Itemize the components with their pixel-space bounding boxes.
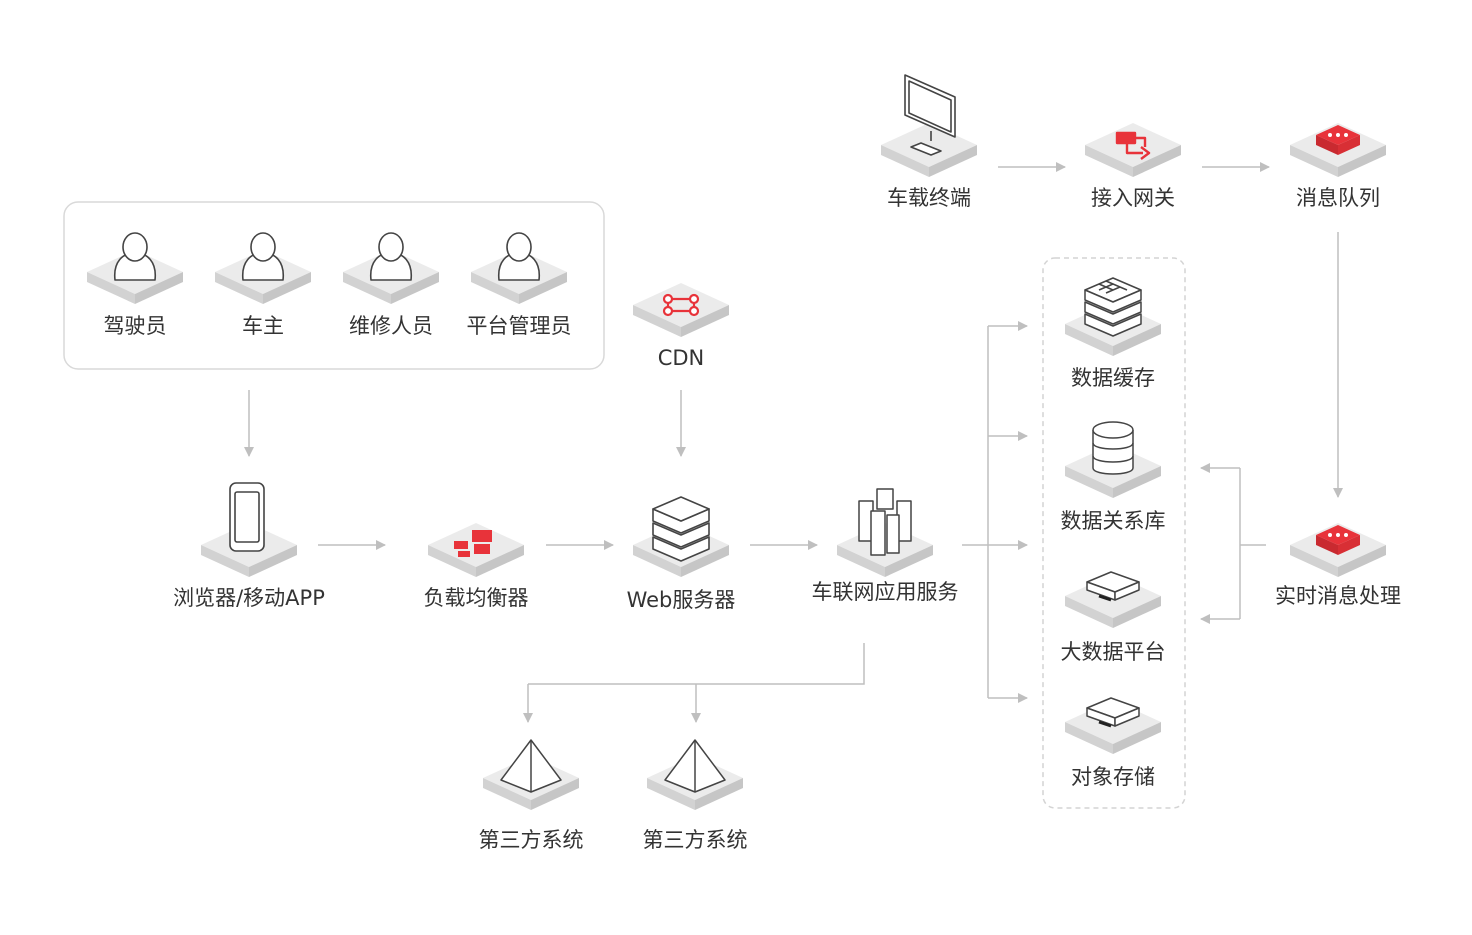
node-load-balancer [428,523,524,577]
node-iov-service [837,488,933,577]
role-label-platform-admin: 平台管理员 [466,314,572,338]
load-balancer-label: 负载均衡器 [423,586,529,610]
access-gateway-label: 接入网关 [1091,186,1175,210]
role-repair-staff [343,232,439,304]
data-cache-label: 数据缓存 [1071,366,1155,390]
user-icon [497,232,541,281]
role-driver [87,232,183,304]
buildings-icon [858,488,912,556]
node-message-queue [1290,123,1386,177]
object-storage-label: 对象存储 [1071,765,1155,789]
role-label-owner: 车主 [242,314,284,338]
web-server-label: Web服务器 [626,588,736,612]
cdn-label: CDN [657,346,705,370]
message-icon [1316,525,1360,555]
node-vehicle-terminal [881,74,977,177]
user-icon [369,232,413,281]
monitor-icon [904,74,956,156]
user-icon [241,232,285,281]
browser-app-label: 浏览器/移动APP [173,586,325,610]
iov-service-label: 车联网应用服务 [811,580,959,604]
node-object-storage [1065,697,1161,754]
load-balancer-icon [454,530,492,557]
user-icon [113,232,157,281]
connectors [244,162,1343,723]
node-realtime-processing [1290,523,1386,577]
node-browser-app [201,482,297,577]
bigdata-platform-label: 大数据平台 [1060,640,1166,664]
role-owner [215,232,311,304]
message-icon [1316,125,1360,155]
storage-group [1042,257,1186,809]
node-cdn [633,283,729,337]
third-party-1-label: 第三方系统 [478,828,584,852]
database-icon [1092,421,1134,475]
vehicle-terminal-label: 车载终端 [887,186,971,210]
user-roles-group [63,201,605,370]
mobile-phone-icon [229,482,265,552]
node-third-party-1 [483,739,579,810]
relational-db-label: 数据关系库 [1060,509,1166,533]
node-web-server [633,496,729,577]
line-service-to-third-party [528,643,865,685]
pyramid-icon [500,739,562,793]
role-platform-admin [471,232,567,304]
role-label-driver: 驾驶员 [103,314,167,338]
pyramid-icon [664,739,726,793]
realtime-processing-label: 实时消息处理 [1275,584,1401,608]
gateway-icon [1115,131,1151,160]
third-party-2-label: 第三方系统 [642,828,748,852]
storage-box-icon [1086,697,1140,728]
storage-box-icon [1086,571,1140,602]
node-bigdata-platform [1065,571,1161,628]
message-queue-label: 消息队列 [1296,186,1380,210]
cache-icon [1084,277,1142,337]
role-label-repair-staff: 维修人员 [349,314,433,338]
server-stack-icon [652,496,710,562]
node-relational-db [1065,421,1161,498]
cdn-network-icon [662,293,700,317]
node-access-gateway [1085,123,1181,177]
node-third-party-2 [647,739,743,810]
node-data-cache [1065,277,1161,356]
